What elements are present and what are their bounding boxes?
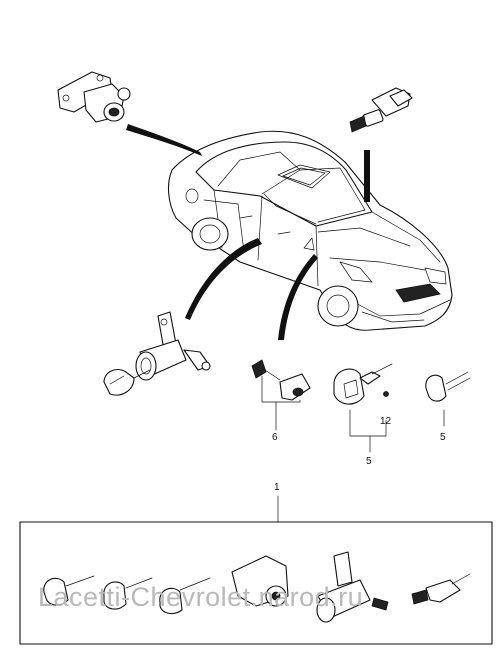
kit-callout: 1 (274, 482, 280, 523)
blank-key: 5 (425, 371, 471, 443)
leader-sweeps (126, 124, 370, 340)
ignition-lock-assembly (349, 87, 413, 133)
callout-5-label: 5 (366, 456, 372, 467)
trunk-lock-assembly (57, 71, 131, 123)
lock-cylinder-with-key: 6 (251, 359, 311, 443)
lock-kit-box (19, 521, 493, 645)
callout-5b-label: 5 (440, 432, 446, 443)
key-set: 12 5 (333, 363, 393, 467)
callout-12-label: 12 (380, 416, 392, 427)
callout-6-label: 6 (272, 432, 278, 443)
watermark-text: Lacetti-Chevrolet.narod.ru (38, 582, 363, 612)
door-lock-cylinder (103, 311, 211, 396)
sedan-car-drawing (167, 130, 453, 331)
callout-1-label: 1 (274, 482, 280, 493)
